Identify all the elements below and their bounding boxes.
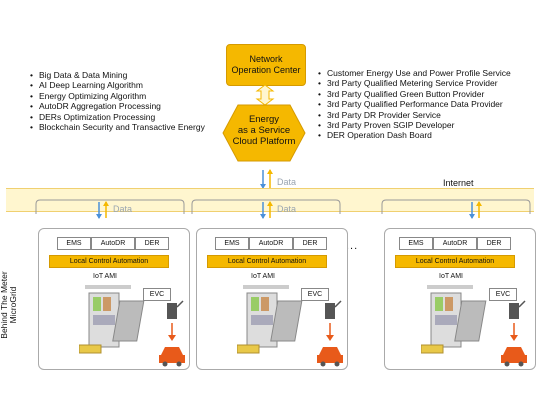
behind-the-meter-label: Behind The Meter MicroGrid (0, 250, 18, 360)
evc-box: EVC (301, 288, 329, 301)
list-item: Blockchain Security and Transactive Ener… (30, 122, 230, 132)
ems-box: EMS (399, 237, 433, 250)
iot-ami-label: IoT AMI (251, 273, 275, 280)
autodr-box: AutoDR (91, 237, 135, 250)
list-item: 3rd Party Qualified Performance Data Pro… (318, 99, 538, 109)
cloud-platform-label: Energy as a Service Cloud Platform (222, 114, 306, 147)
site-equipment-illustration (79, 285, 185, 367)
site-equipment-illustration (237, 285, 343, 367)
evc-box: EVC (143, 288, 171, 301)
internet-label: Internet (443, 178, 474, 188)
left-capabilities-list: Big Data & Data Mining AI Deep Learning … (30, 70, 230, 132)
cloud-data-label: Data (277, 177, 297, 187)
list-item: DERs Optimization Processing (30, 112, 230, 122)
cloud-label-line1: Energy (248, 114, 280, 125)
right-services-list: Customer Energy Use and Power Profile Se… (318, 68, 538, 141)
site3-data-arrows (469, 201, 482, 219)
list-item: 3rd Party DR Provider Service (318, 110, 538, 120)
list-item: Big Data & Data Mining (30, 70, 230, 80)
der-box: DER (477, 237, 511, 250)
ems-box: EMS (215, 237, 249, 250)
list-item: AI Deep Learning Algorithm (30, 80, 230, 90)
local-control-automation-bar: Local Control Automation (49, 255, 169, 268)
microgrid-outer-frame (35, 199, 531, 214)
ems-box: EMS (57, 237, 91, 250)
list-item: 3rd Party Qualified Green Button Provide… (318, 89, 538, 99)
cloud-label-line3: Cloud Platform (232, 136, 296, 147)
ellipsis-more-sites: ... (346, 240, 359, 252)
noc-label-line1: Network (249, 54, 283, 64)
cloud-data-arrows (260, 169, 273, 189)
site-3: EMS AutoDR DER Local Control Automation … (384, 228, 536, 370)
noc-label-line2: Operation Center (231, 65, 301, 75)
site2-data-label: Data (277, 204, 297, 214)
evc-box: EVC (489, 288, 517, 301)
network-operation-center-box: Network Operation Center (226, 44, 306, 86)
iot-ami-label: IoT AMI (439, 273, 463, 280)
site1-data-label: Data (113, 204, 133, 214)
iot-ami-label: IoT AMI (93, 273, 117, 280)
noc-cloud-double-arrow (255, 84, 275, 106)
site1-data-arrows (96, 201, 109, 219)
autodr-box: AutoDR (433, 237, 477, 250)
local-control-automation-bar: Local Control Automation (207, 255, 327, 268)
autodr-box: AutoDR (249, 237, 293, 250)
list-item: Energy Optimizing Algorithm (30, 91, 230, 101)
list-item: 3rd Party Qualified Metering Service Pro… (318, 78, 538, 88)
list-item: AutoDR Aggregation Processing (30, 101, 230, 111)
der-box: DER (135, 237, 169, 250)
list-item: Customer Energy Use and Power Profile Se… (318, 68, 538, 78)
site-2: EMS AutoDR DER Local Control Automation … (196, 228, 348, 370)
site-equipment-illustration (421, 285, 527, 367)
der-box: DER (293, 237, 327, 250)
site-1: EMS AutoDR DER Local Control Automation … (38, 228, 190, 370)
cloud-label-line2: as a Service (237, 125, 291, 136)
list-item: 3rd Party Proven SGIP Developer (318, 120, 538, 130)
site2-data-arrows (260, 201, 273, 219)
cloud-platform-hexagon (222, 104, 306, 162)
local-control-automation-bar: Local Control Automation (395, 255, 515, 268)
list-item: DER Operation Dash Board (318, 130, 538, 140)
